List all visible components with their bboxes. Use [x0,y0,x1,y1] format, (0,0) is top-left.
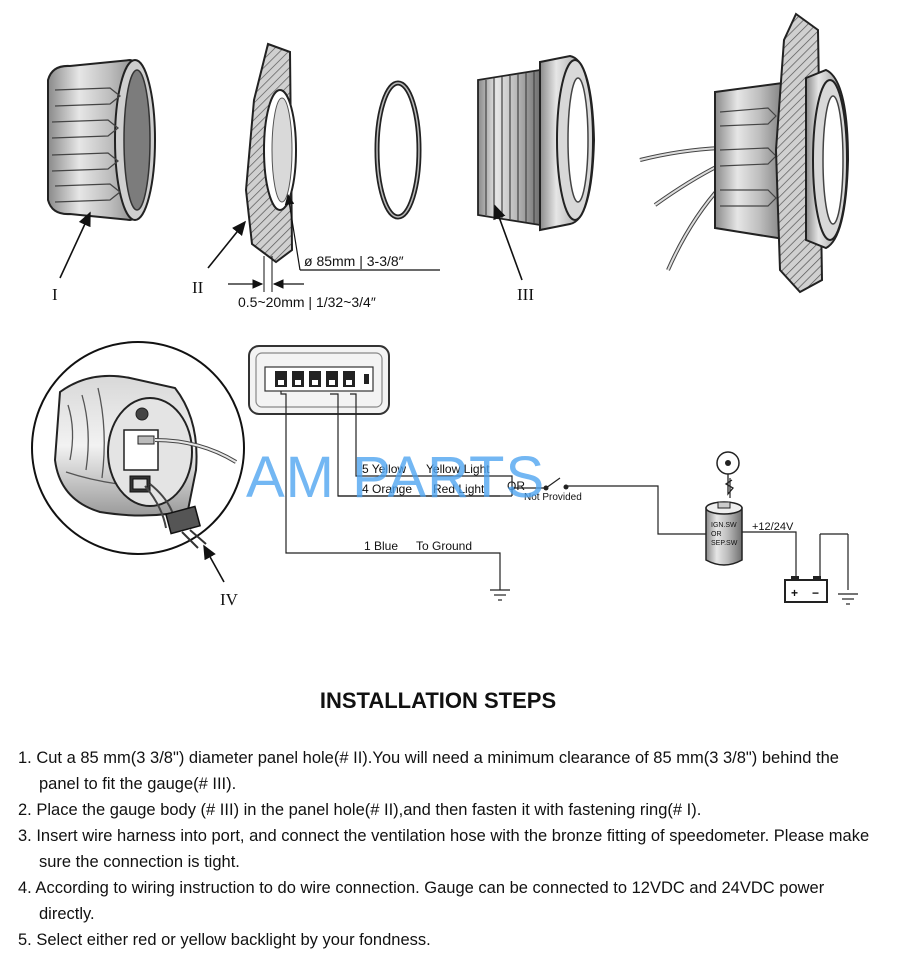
gauge-label: III [517,285,534,304]
voltage-label: +12/24V [752,521,794,533]
wire-blue-label: 1 Blue [364,539,398,553]
installation-steps-list: 1. Cut a 85 mm(3 3/8") diameter panel ho… [18,745,878,953]
gauge-pointer [493,204,523,281]
harness-label: IV [220,590,239,609]
not-provided-label: Not Provided [524,492,582,503]
switch-label-line2: OR [711,531,722,538]
ring-label: I [52,285,58,304]
gauge-body-drawing [477,54,596,232]
switch-label-line3: SEP.SW [711,540,738,547]
installation-title: INSTALLATION STEPS [319,688,557,713]
panel-drawing [244,42,297,264]
wire-orange-label: 4 Orange [362,482,412,496]
installation-step: 5. Select either red or yellow backlight… [18,931,431,949]
or-label: OR [507,479,525,493]
hole-diameter-label: ø 85mm | 3-3/8″ [304,253,404,269]
switch-contact-left [543,485,549,491]
battery-plus-label: + [791,586,798,600]
wire-orange-use-label: Red Light [433,482,485,496]
wire-yellow-label: 5 Yellow [362,462,406,476]
panel-thickness-label: 0.5~20mm | 1/32~3/4″ [238,294,376,310]
battery-icon [784,576,828,603]
panel-pointer [207,220,247,269]
watermark: AM PARTS [246,445,545,510]
panel-label: II [192,278,204,297]
installation-step: 1. Cut a 85 mm(3 3/8") diameter panel ho… [18,749,839,793]
ignition-switch-drawing [705,501,743,566]
o-ring-drawing [374,80,422,220]
wire-yellow-use-label: Yellow Light [426,462,490,476]
connector-drawing [248,345,390,415]
switch-label-line1: IGN.SW [711,522,737,529]
hole-dimension-line [284,193,301,271]
installation-step: 2. Place the gauge body (# III) in the p… [18,801,702,819]
ground-symbol-left [490,589,510,601]
ignition-key-icon [716,451,740,496]
installation-step: 4. According to wiring instruction to do… [18,879,825,923]
assembled-gauge-drawing [639,12,850,294]
rear-closeup-drawing [31,341,245,555]
fastening-ring-drawing [47,58,156,222]
wiring-lines [280,391,849,590]
battery-minus-label: − [812,586,819,600]
wire-blue-use-label: To Ground [416,539,472,553]
switch-contact-right [563,484,569,490]
ring-pointer [59,211,91,279]
installation-diagram: I II ø 85mm | 3-3/8″ 0.5~20mm | 1/32~3/4… [31,12,858,609]
harness-pointer [203,544,225,583]
ground-symbol-right [838,593,858,605]
installation-step: 3. Insert wire harness into port, and co… [18,827,870,871]
